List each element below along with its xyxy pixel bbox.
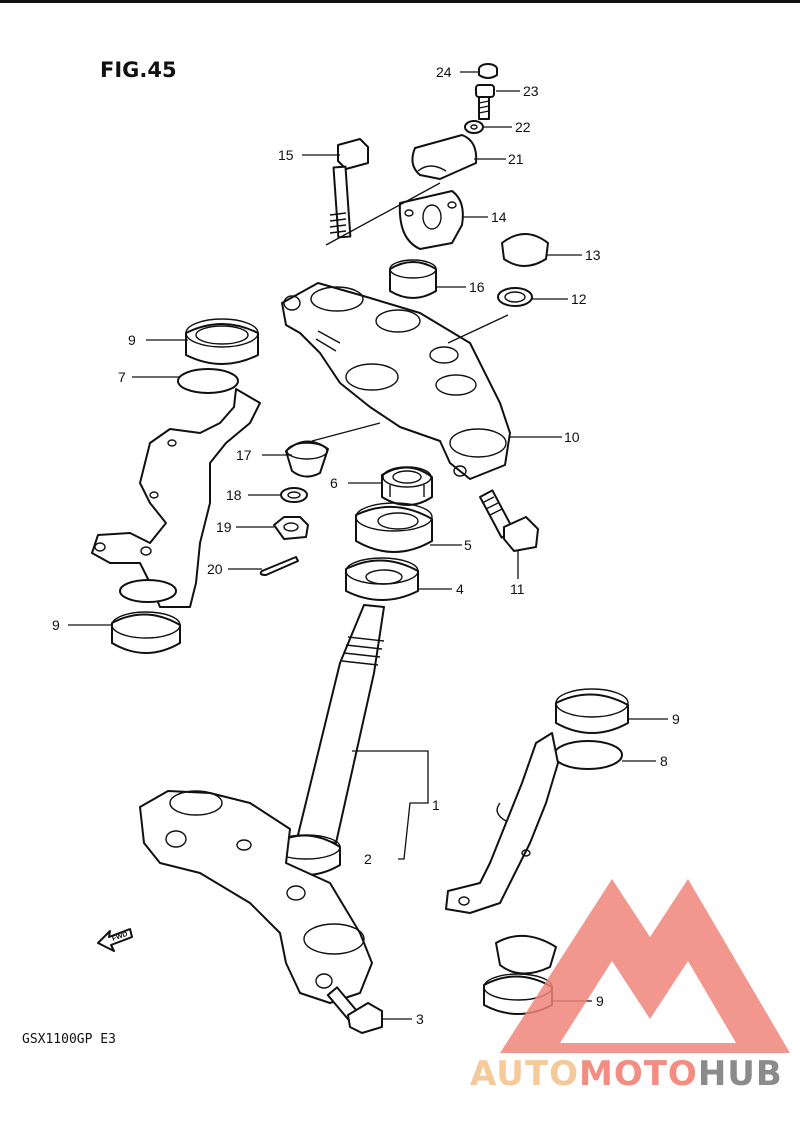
callout-10: 10 <box>564 429 580 445</box>
part-rubber-16 <box>389 259 437 299</box>
callout-5: 5 <box>464 537 472 553</box>
logo-text: AUTOMOTOHUB <box>470 1054 783 1094</box>
part-headlight-bracket-left <box>91 318 261 654</box>
callout-21: 21 <box>508 151 524 167</box>
callout-17: 17 <box>236 447 252 463</box>
callout-7: 7 <box>118 369 126 385</box>
part-locknut-6 <box>381 466 433 506</box>
part-dust-seal-5 <box>355 502 433 553</box>
part-damper-17 <box>285 440 329 478</box>
part-cotter-pin-20 <box>259 556 299 576</box>
callout-12: 12 <box>571 291 587 307</box>
callout-4: 4 <box>456 581 464 597</box>
part-headlight-bracket-right <box>445 688 629 1015</box>
part-washer-22 <box>464 120 484 134</box>
callout-14: 14 <box>491 209 507 225</box>
figure-title: FIG.45 <box>100 58 177 82</box>
callout-9-top-left: 9 <box>128 332 136 348</box>
callout-15: 15 <box>278 147 294 163</box>
logo-text-hub: HUB <box>698 1054 783 1094</box>
callout-22: 22 <box>515 119 531 135</box>
callout-24: 24 <box>436 64 452 80</box>
automotohub-logo: AUTOMOTOHUB <box>470 879 790 1094</box>
callout-18: 18 <box>226 487 242 503</box>
part-bolt-23 <box>475 84 495 120</box>
part-cap-13 <box>501 233 549 267</box>
part-washer-12 <box>497 287 533 307</box>
callout-3: 3 <box>416 1011 424 1027</box>
callout-16: 16 <box>469 279 485 295</box>
callout-20: 20 <box>207 561 223 577</box>
callout-11: 11 <box>510 581 525 597</box>
callout-2: 2 <box>364 851 372 867</box>
part-clamp-upper-21 <box>411 134 478 180</box>
callout-9-right-top: 9 <box>672 711 680 727</box>
logo-text-auto: AUTO <box>470 1054 579 1094</box>
part-bolt-15 <box>329 138 369 239</box>
part-cap-24 <box>478 63 498 79</box>
callout-9-left-lower: 9 <box>52 617 60 633</box>
callout-8: 8 <box>660 753 668 769</box>
part-holder-14 <box>398 190 464 250</box>
forward-arrow-icon: FWD <box>97 928 133 952</box>
part-steering-stem-1 <box>297 604 385 844</box>
part-bearing-4 <box>345 557 419 601</box>
callout-13: 13 <box>585 247 601 263</box>
callout-labels: 24 23 22 21 15 14 13 16 12 9 7 10 17 6 1… <box>52 64 680 1027</box>
part-bolt-3 <box>326 986 383 1034</box>
part-nut-19 <box>273 516 309 540</box>
callout-19: 19 <box>216 519 232 535</box>
part-upper-bracket-10 <box>281 282 511 480</box>
callout-6: 6 <box>330 475 338 491</box>
part-bolt-11 <box>479 489 539 552</box>
callout-23: 23 <box>523 83 539 99</box>
part-lower-bracket <box>139 790 373 1004</box>
exploded-view-diagram: FIG.45 GSX1100GP E3 FWD <box>22 58 790 1094</box>
model-code: GSX1100GP E3 <box>22 1032 116 1047</box>
part-washer-18 <box>280 487 308 503</box>
callout-9-right-bottom: 9 <box>596 993 604 1009</box>
logo-text-moto: MOTO <box>579 1054 698 1094</box>
callout-1: 1 <box>432 797 440 813</box>
